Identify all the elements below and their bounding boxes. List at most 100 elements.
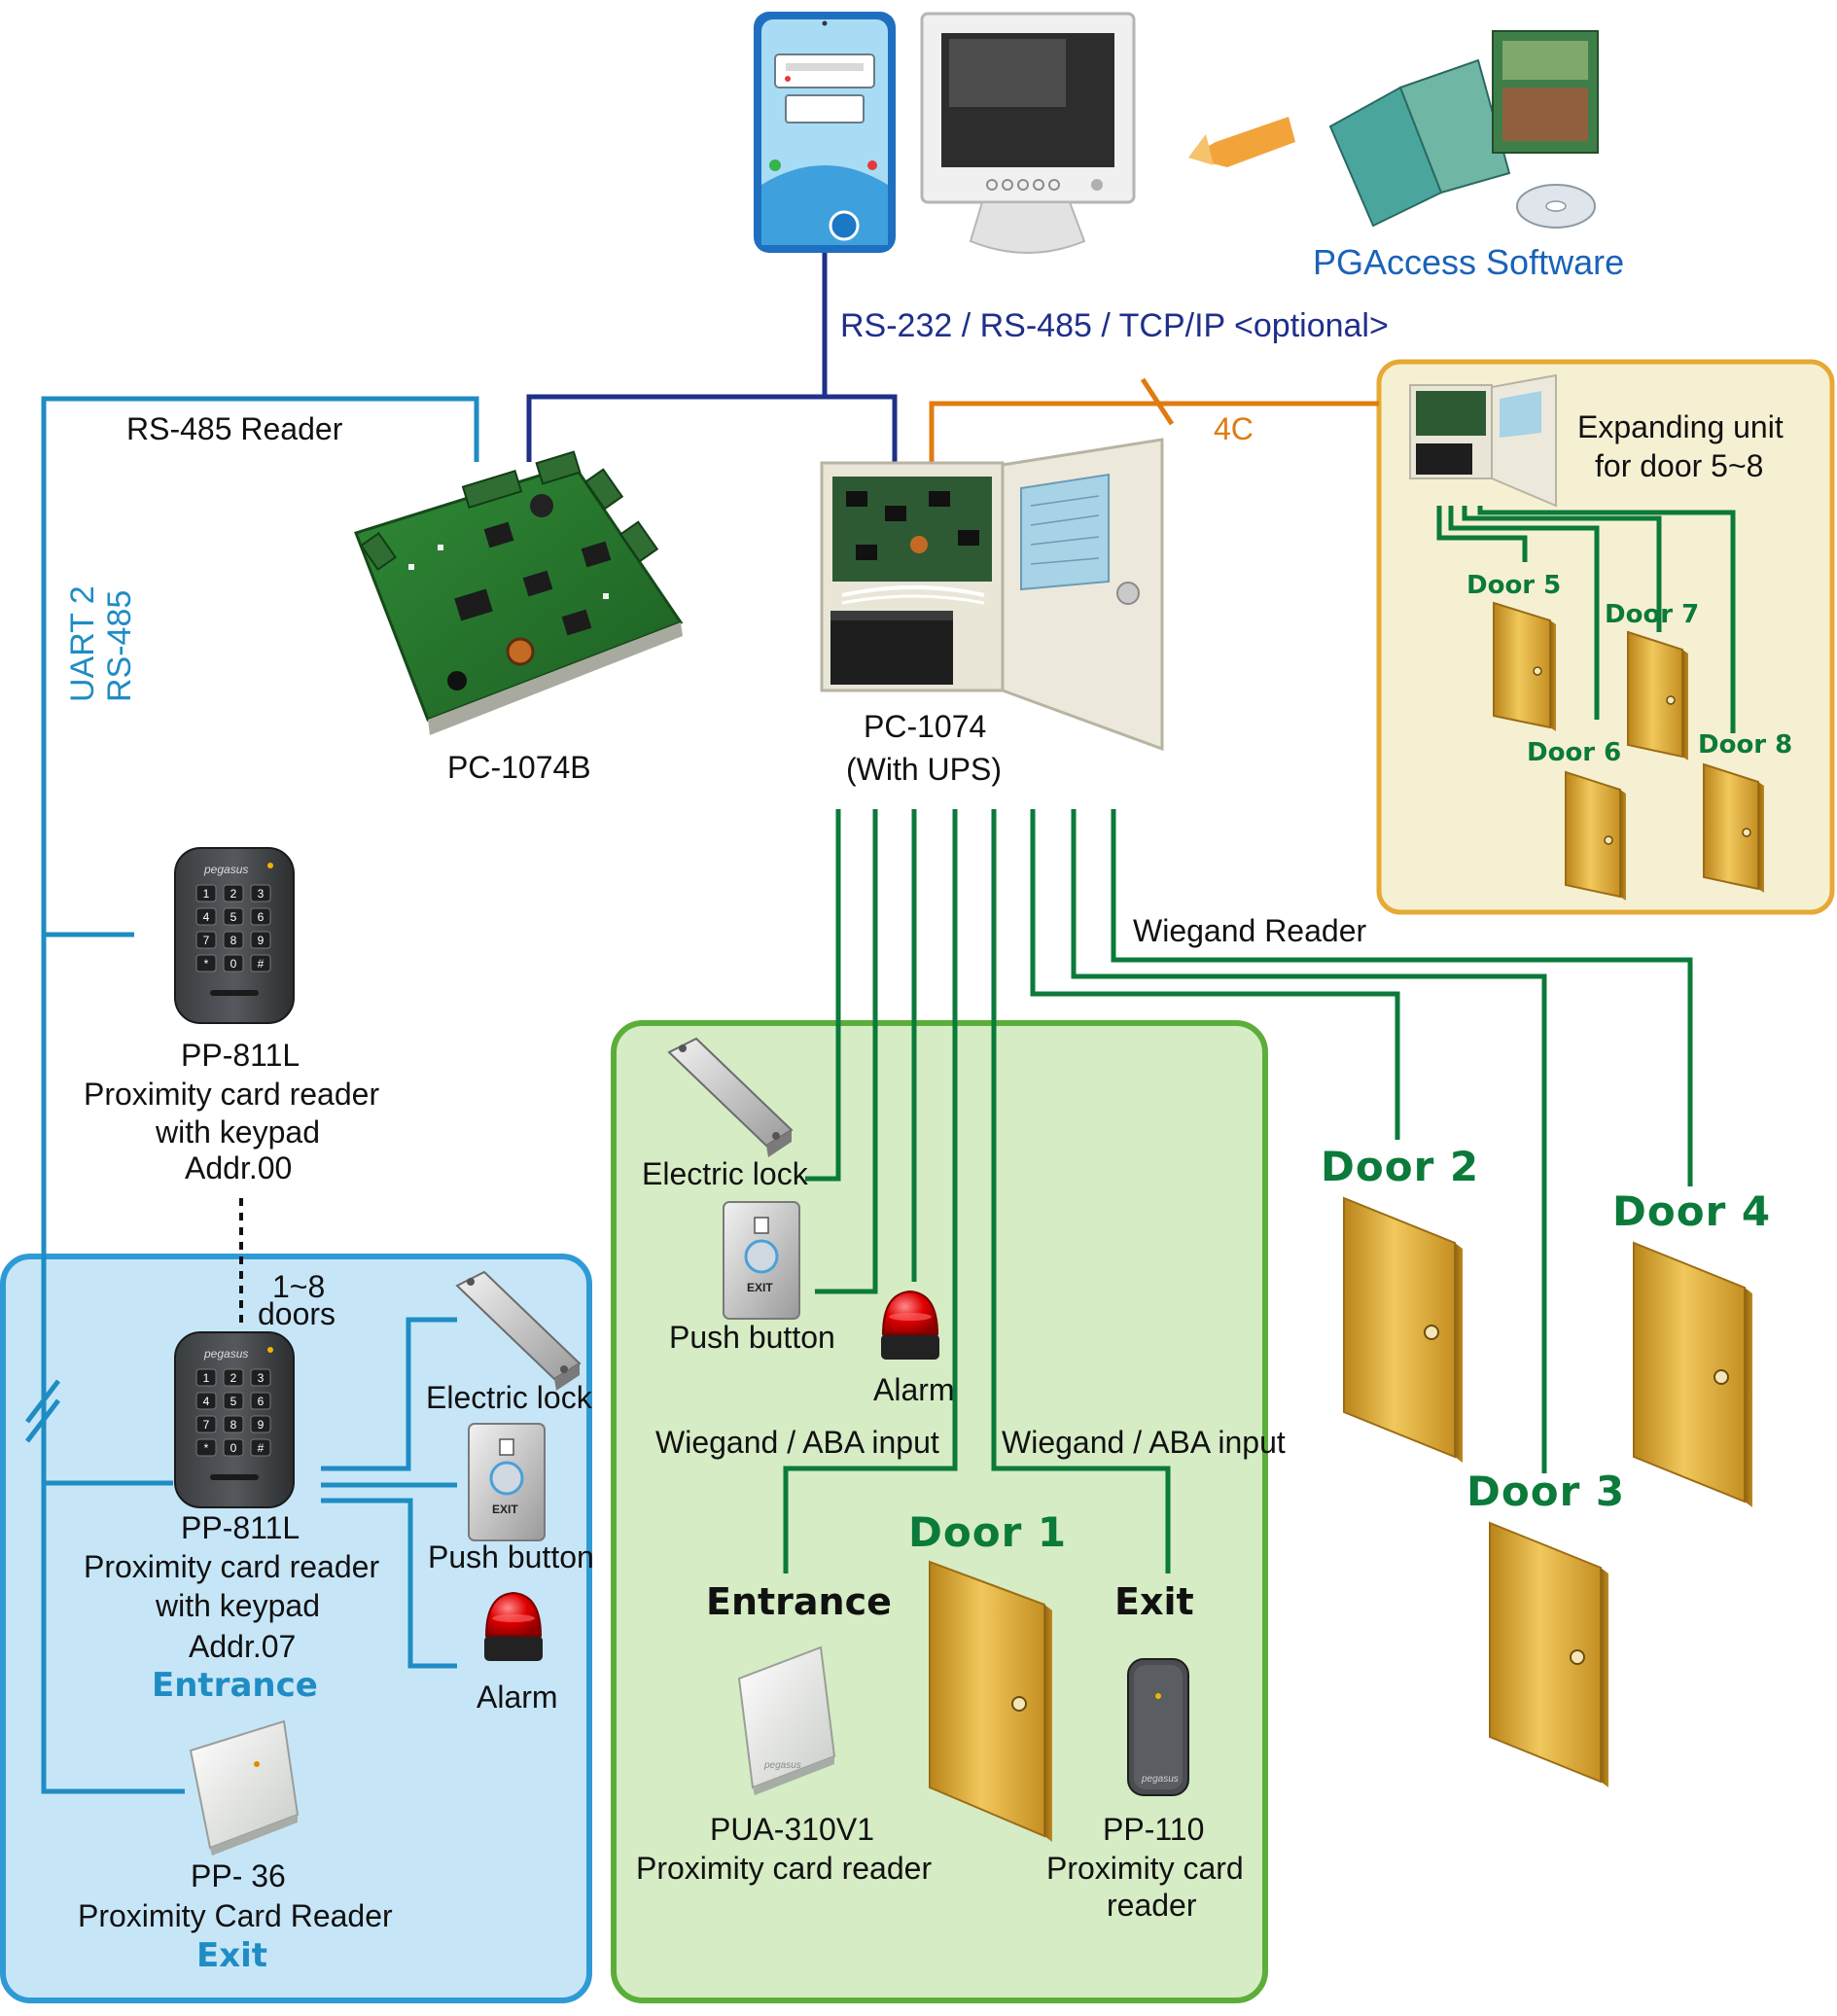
keypad-key [195,1392,217,1410]
pc-1074b-label: PC-1074B [447,750,591,785]
door3-title: Door 3 [1466,1468,1625,1515]
exit-reader-brand-text: pegasus [1141,1774,1179,1785]
keypad00-line2: Proximity card reader [84,1077,379,1112]
keypad-key [195,1415,217,1433]
keypad-key-label: 0 [230,957,237,971]
keypad-key [223,1415,244,1433]
exit-reader-36-icon [189,1719,300,1856]
keypad-key-label: 8 [230,934,237,947]
keypad-key [250,907,271,926]
pp110-line1: PP-110 [1103,1812,1204,1847]
electric-lock-icon [455,1270,582,1391]
keypad-key [223,1368,244,1387]
keypad-key-label: 6 [258,1395,265,1408]
keypad-key [250,931,271,949]
left-electric-lock-label: Electric lock [426,1380,593,1415]
keypad-key [195,907,217,926]
keypad07-line4: Addr.07 [189,1629,296,1664]
keypad-key-label: 4 [203,1395,210,1408]
keypad-key [250,1368,271,1387]
alarm-icon [484,1591,543,1661]
keypad-key-label: 2 [230,1371,237,1385]
door5-icon [1493,601,1556,731]
pc-1074-label-line2: (With UPS) [846,752,1002,787]
keypad-key [250,1438,271,1457]
keypad07-line3: with keypad [155,1588,320,1623]
keypad00-line3: with keypad [155,1114,320,1149]
keypad-key [195,1438,217,1457]
door2-title: Door 2 [1321,1143,1479,1190]
software-label: PGAccess Software [1313,242,1624,282]
wiegand-input-left-label: Wiegand / ABA input [655,1425,939,1460]
pc-1074b-board-icon [354,450,684,735]
expanding-unit-label-line1: Expanding unit [1577,409,1784,444]
wiegand-reader-label: Wiegand Reader [1133,913,1366,948]
keypad-key-label: 3 [258,1371,265,1385]
keypad-key [195,954,217,973]
door4-title: Door 4 [1612,1187,1771,1235]
push-button-icon: EXIT [468,1423,546,1541]
door8-icon [1703,762,1764,893]
keypad07-line2: Proximity card reader [84,1549,379,1584]
keypad-key-label: 3 [258,887,265,901]
entrance-reader-icon: pegasus [737,1645,836,1795]
door2-icon [1343,1196,1463,1463]
expanding-unit-label-line2: for door 5~8 [1595,448,1763,483]
rs485-wires [25,396,479,1794]
keypad-key [195,931,217,949]
keypad-key [223,1392,244,1410]
keypad-key-label: 0 [230,1441,237,1455]
door4-icon [1633,1241,1752,1507]
pp36-line2: Proximity Card Reader [78,1898,393,1933]
exit-plate-text: EXIT [492,1503,518,1516]
pp110-line3: reader [1107,1888,1197,1923]
monitor-icon [920,12,1136,254]
pc-bus-wires [526,251,898,462]
range-line1: 1~8 [272,1269,325,1304]
keypad-key [250,954,271,973]
door1-electric-lock-label: Electric lock [642,1156,809,1191]
pc-tower-icon [754,12,896,253]
push-button-icon: EXIT [723,1201,800,1320]
exit-reader-icon: pegasus [1127,1658,1189,1796]
door6-label: Door 6 [1527,738,1621,767]
keypad00-line4: Addr.00 [185,1150,292,1185]
four-c-label: 4C [1214,411,1254,446]
keypad-key [223,954,244,973]
left-alarm-label: Alarm [477,1680,558,1715]
door1-push-button-label: Push button [669,1320,835,1355]
keypad00-line1: PP-811L [181,1038,300,1073]
keypad-key-label: 5 [230,910,237,924]
keypad-key [223,884,244,902]
door8-label: Door 8 [1698,730,1792,760]
expanding-unit-cabinet-icon [1409,373,1557,508]
uart-label-line1: UART 2 [64,585,101,702]
left-push-button-label: Push button [428,1539,594,1574]
software-box-icon [1328,30,1599,229]
keypad-key [223,931,244,949]
keypad-key-label: 1 [203,887,210,901]
keypad-key [195,1368,217,1387]
keypad-key-label: 4 [203,910,210,924]
comm-link-label: RS-232 / RS-485 / TCP/IP <optional> [840,307,1389,344]
software-arrow-icon [1188,117,1295,167]
door1-title: Door 1 [908,1508,1067,1556]
keypad-key [223,907,244,926]
pp110-line2: Proximity card [1046,1851,1244,1886]
keypad07-line1: PP-811L [181,1510,300,1545]
keypad-brand-text: pegasus [203,1347,248,1361]
pua310-line1: PUA-310V1 [710,1812,874,1847]
keypad-key [250,884,271,902]
rs485-reader-label: RS-485 Reader [126,411,343,446]
alarm-icon [881,1290,939,1360]
range-line2: doors [258,1296,336,1331]
pp36-role: Exit [196,1936,267,1975]
keypad-brand-text: pegasus [203,863,248,876]
keypad07-role: Entrance [152,1666,318,1705]
keypad-key-label: 1 [203,1371,210,1385]
